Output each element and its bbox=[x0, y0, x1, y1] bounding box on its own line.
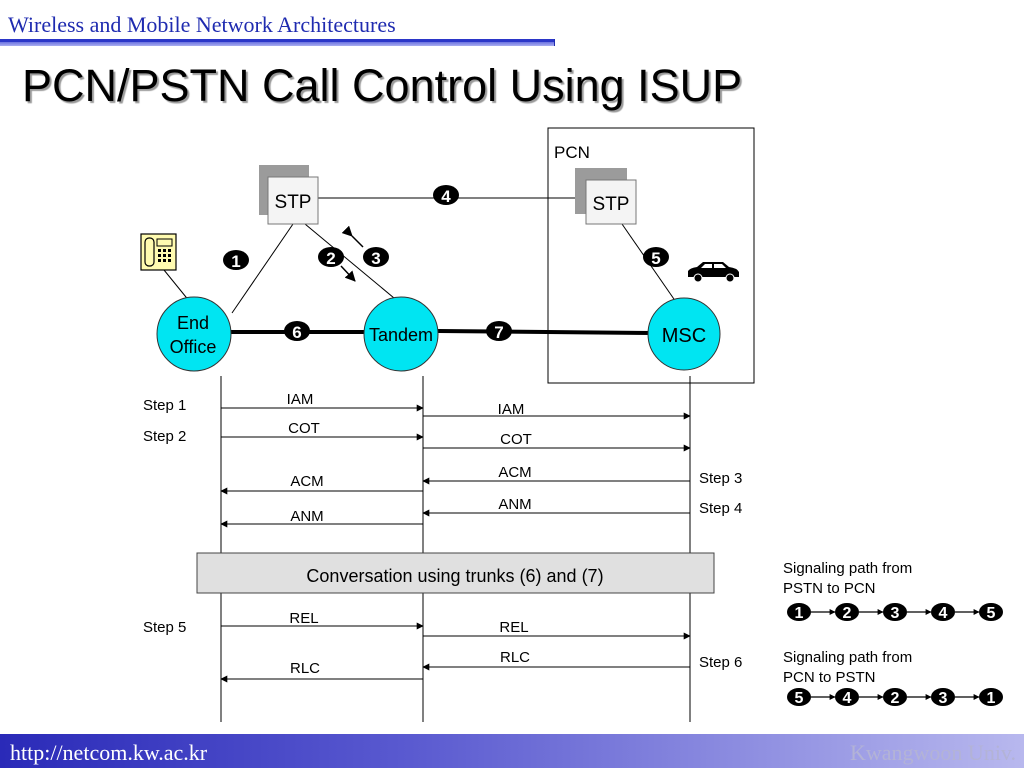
link-2-3 bbox=[304, 223, 401, 304]
legend-pstn-to-pcn-badge bbox=[979, 603, 1003, 621]
legend-pcn-to-pstn-badge-number: 5 bbox=[795, 690, 804, 707]
iam-label-1: IAM bbox=[287, 391, 314, 408]
legend-pstn-to-pcn-line1: Signaling path from bbox=[783, 560, 912, 577]
tandem-label: Tandem bbox=[369, 325, 433, 345]
legend-pcn-to-pstn-badge bbox=[787, 688, 811, 706]
legend-pcn-to-pstn-badge-number: 1 bbox=[987, 690, 996, 707]
footer-university: Kwangwoon Univ. bbox=[850, 740, 1016, 765]
legend-pcn-to-pstn-line1: Signaling path from bbox=[783, 649, 912, 666]
course-title: Wireless and Mobile Network Architecture… bbox=[8, 12, 396, 37]
conversation-label: Conversation using trunks (6) and (7) bbox=[306, 566, 603, 586]
legend-pcn-to-pstn-sequence: 5 4 2 3 1 bbox=[787, 688, 1003, 707]
rel-label-2: REL bbox=[499, 619, 528, 636]
link-1 bbox=[231, 223, 294, 314]
rlc-label-1: RLC bbox=[290, 660, 320, 677]
right-stp-label: STP bbox=[593, 194, 630, 215]
svg-text:5: 5 bbox=[651, 249, 660, 268]
legend-pstn-to-pcn-badge-number: 4 bbox=[939, 605, 948, 622]
query-arrow-down bbox=[340, 265, 356, 282]
phone-line bbox=[163, 269, 191, 303]
trunk-7 bbox=[437, 329, 653, 335]
badge-2: 2 bbox=[318, 247, 344, 268]
legend-pstn-to-pcn-badge bbox=[883, 603, 907, 621]
legend-pstn-to-pcn-line2: PSTN to PCN bbox=[783, 580, 876, 597]
badge-7: 7 bbox=[486, 321, 512, 342]
left-stp bbox=[267, 176, 319, 225]
anm-label-2: ANM bbox=[498, 496, 531, 513]
legend-pcn-to-pstn-badge bbox=[979, 688, 1003, 706]
step-6-label: Step 6 bbox=[699, 654, 742, 671]
badge-6: 6 bbox=[284, 321, 310, 342]
msc-node bbox=[647, 297, 721, 371]
legend-pcn-to-pstn-line2: PCN to PSTN bbox=[783, 669, 876, 686]
cot-label-2: COT bbox=[500, 431, 532, 448]
footer-url: http://netcom.kw.ac.kr bbox=[10, 740, 208, 765]
pcn-label: PCN bbox=[554, 143, 590, 162]
legend-pcn-to-pstn-badge bbox=[835, 688, 859, 706]
legend-pstn-to-pcn-badge bbox=[835, 603, 859, 621]
end-office-node bbox=[156, 296, 232, 372]
legend-pstn-to-pcn-badge-number: 1 bbox=[795, 605, 804, 622]
tandem-node bbox=[363, 296, 439, 372]
pcn-box bbox=[547, 127, 755, 384]
step-1-label: Step 1 bbox=[143, 397, 186, 414]
badge-3: 3 bbox=[363, 247, 389, 268]
cot-label-1: COT bbox=[288, 420, 320, 437]
footer-bar: http://netcom.kw.ac.kr Kwangwoon Univ. bbox=[0, 734, 1024, 768]
step-5-label: Step 5 bbox=[143, 619, 186, 636]
svg-text:2: 2 bbox=[326, 249, 335, 268]
end-office-label-line2: Office bbox=[170, 337, 217, 357]
right-stp bbox=[585, 179, 637, 225]
legend-pcn-to-pstn-badge-number: 3 bbox=[939, 690, 948, 707]
step-2-label: Step 2 bbox=[143, 428, 186, 445]
query-arrow-up bbox=[341, 225, 364, 248]
badge-5: 5 bbox=[643, 247, 669, 268]
badge-4: 4 bbox=[433, 185, 459, 206]
slide-title: PCN/PSTN Call Control Using ISUP bbox=[22, 60, 743, 111]
left-stp-label: STP bbox=[275, 192, 312, 213]
acm-label-1: ACM bbox=[290, 473, 323, 490]
svg-text:1: 1 bbox=[231, 252, 240, 271]
step-3-label: Step 3 bbox=[699, 470, 742, 487]
rel-label-1: REL bbox=[289, 610, 318, 627]
legend-pcn-to-pstn-badge-number: 4 bbox=[843, 690, 852, 707]
call-control-diagram: PCN STP STP End Office Tandem MSC bbox=[140, 127, 1003, 722]
legend-pstn-to-pcn-badge-number: 5 bbox=[987, 605, 996, 622]
legend-pstn-to-pcn-badge-number: 2 bbox=[843, 605, 852, 622]
end-office-label-line1: End bbox=[177, 313, 209, 333]
msc-label: MSC bbox=[662, 325, 706, 347]
svg-text:7: 7 bbox=[494, 323, 503, 342]
legend-pstn-to-pcn-badge bbox=[787, 603, 811, 621]
conversation-bar bbox=[196, 552, 715, 594]
telephone-icon bbox=[140, 233, 177, 271]
legend-pcn-to-pstn-badge bbox=[931, 688, 955, 706]
acm-label-2: ACM bbox=[498, 464, 531, 481]
legend-pstn-to-pcn-badge bbox=[931, 603, 955, 621]
svg-text:6: 6 bbox=[292, 323, 301, 342]
badge-1: 1 bbox=[223, 250, 249, 271]
svg-text:3: 3 bbox=[371, 249, 380, 268]
step-4-label: Step 4 bbox=[699, 500, 742, 517]
anm-label-1: ANM bbox=[290, 508, 323, 525]
iam-label-2: IAM bbox=[498, 401, 525, 418]
legend-pcn-to-pstn-badge bbox=[883, 688, 907, 706]
rlc-label-2: RLC bbox=[500, 649, 530, 666]
legend-pcn-to-pstn-badge-number: 2 bbox=[891, 690, 900, 707]
header-rule bbox=[0, 39, 555, 46]
legend-pstn-to-pcn-badge-number: 3 bbox=[891, 605, 900, 622]
car-icon bbox=[688, 262, 739, 283]
svg-text:4: 4 bbox=[441, 187, 451, 206]
legend-pstn-to-pcn-sequence: 1 2 3 4 5 bbox=[787, 603, 1003, 622]
